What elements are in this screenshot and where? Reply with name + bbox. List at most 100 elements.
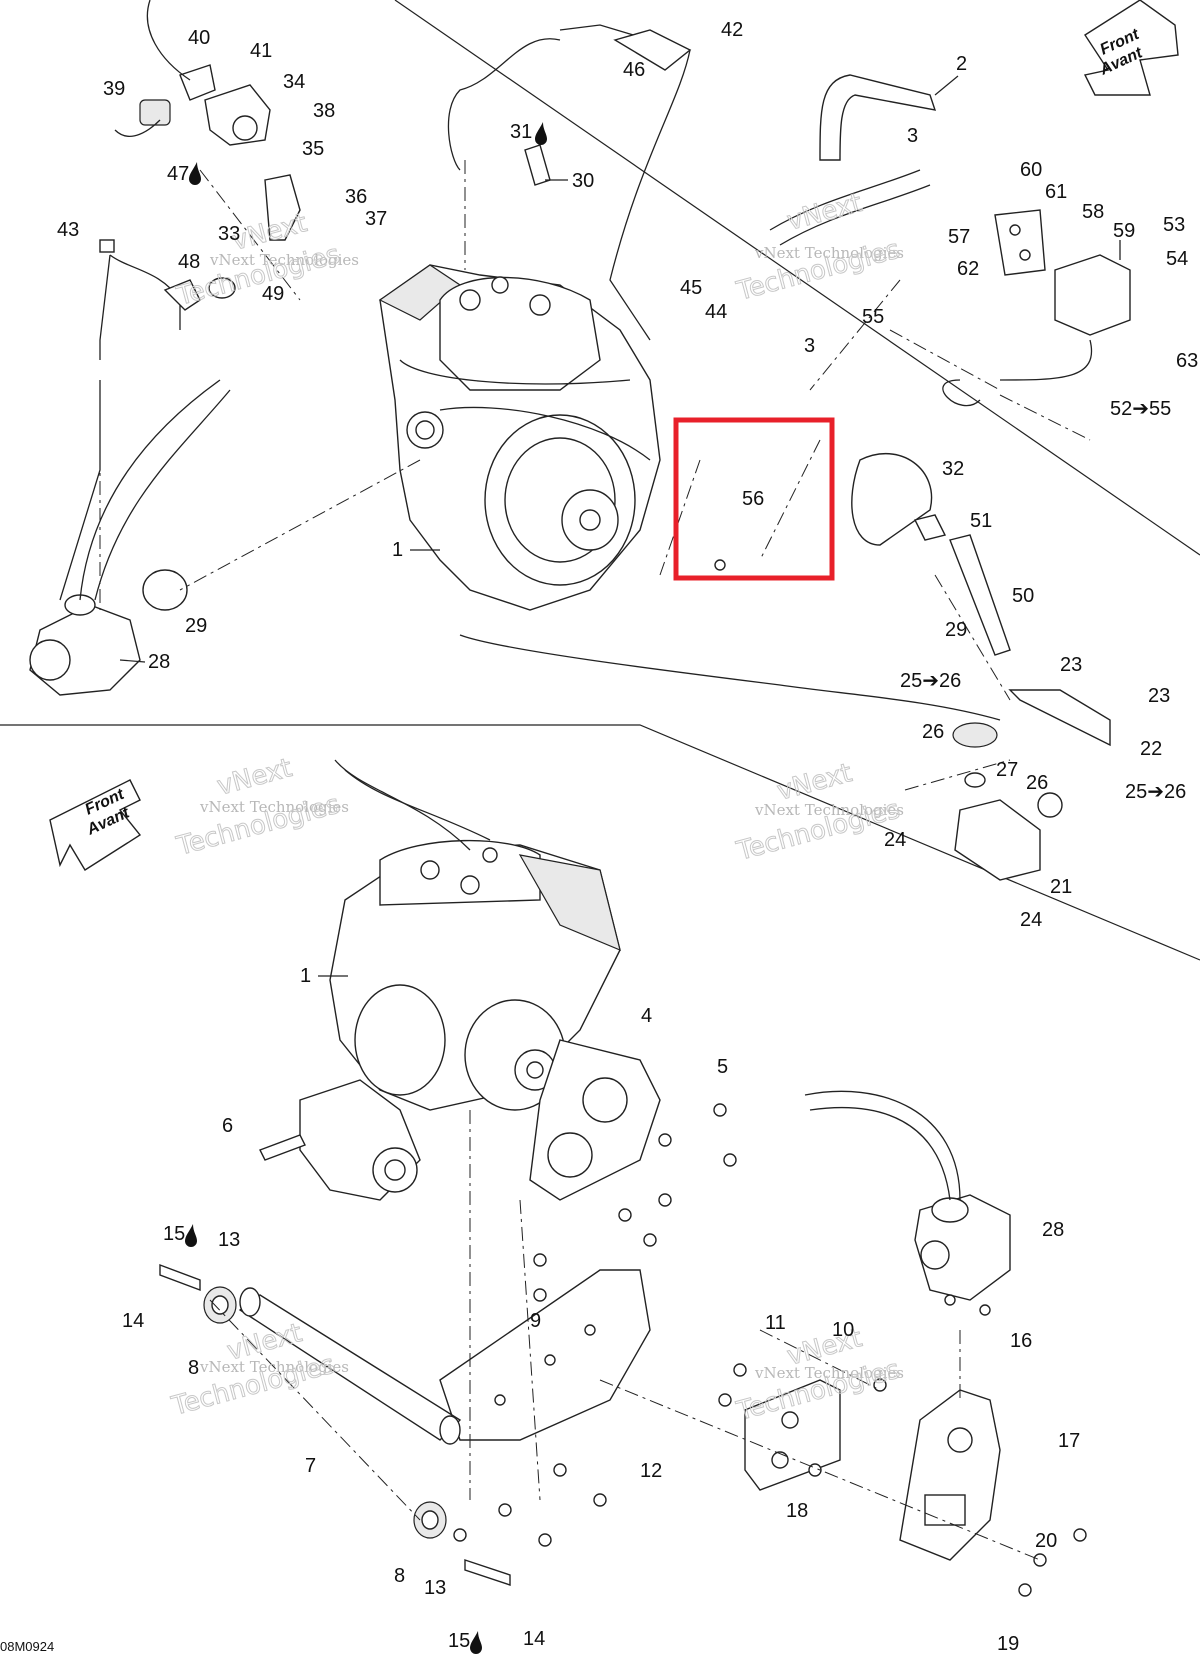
svg-text:vNext: vNext bbox=[774, 758, 855, 807]
callout-6: 6 bbox=[222, 1115, 233, 1137]
callout-23b: 23 bbox=[1148, 685, 1170, 707]
callout-48: 48 bbox=[178, 251, 200, 273]
callout-33: 33 bbox=[218, 223, 240, 245]
mount-tube bbox=[238, 1287, 462, 1445]
callout-44: 44 bbox=[705, 301, 727, 323]
callout-2: 2 bbox=[956, 53, 967, 75]
svg-text:vNext Technologies: vNext Technologies bbox=[754, 1364, 904, 1382]
callout-59: 59 bbox=[1113, 220, 1135, 242]
rubber-mount-lower bbox=[413, 1501, 447, 1539]
callout-24a: 24 bbox=[884, 829, 906, 851]
callout-63: 63 bbox=[1176, 350, 1198, 372]
callout-29-clamp: 29 bbox=[185, 615, 207, 637]
svg-text:vNext Technologies: vNext Technologies bbox=[199, 1358, 349, 1376]
callout-57: 57 bbox=[948, 226, 970, 248]
starter-motor bbox=[299, 1079, 421, 1201]
callout-60: 60 bbox=[1020, 159, 1042, 181]
callout-61: 61 bbox=[1045, 181, 1067, 203]
coil-bracket bbox=[952, 689, 1111, 881]
callout-37: 37 bbox=[365, 208, 387, 230]
callout-24b: 24 bbox=[1020, 909, 1042, 931]
callout-56: 56 bbox=[742, 488, 764, 510]
callout-32: 32 bbox=[942, 458, 964, 480]
svg-text:vNext Technologies: vNext Technologies bbox=[199, 798, 349, 816]
callout-1-lower: 1 bbox=[300, 965, 311, 987]
callout-8a: 8 bbox=[188, 1357, 199, 1379]
callout-10: 10 bbox=[832, 1319, 854, 1341]
carburetor-top bbox=[29, 379, 231, 696]
callout-12: 12 bbox=[640, 1460, 662, 1482]
callout-15b: 15 bbox=[448, 1630, 470, 1652]
callout-21: 21 bbox=[1050, 876, 1072, 898]
callout-54: 54 bbox=[1166, 248, 1188, 270]
section-divider bbox=[0, 724, 1200, 961]
assembly-lines bbox=[99, 160, 1041, 1561]
callout-39: 39 bbox=[103, 78, 125, 100]
fuel-pump-assembly bbox=[114, 64, 301, 241]
callout-31: 31 bbox=[510, 121, 532, 143]
callout-62: 62 bbox=[957, 258, 979, 280]
callout-38: 38 bbox=[313, 100, 335, 122]
callout-13a: 13 bbox=[218, 1229, 240, 1251]
svg-text:vNext Technologies: vNext Technologies bbox=[754, 801, 904, 819]
callout-50: 50 bbox=[1012, 585, 1034, 607]
callout-28-bottom: 28 bbox=[1042, 1219, 1064, 1241]
plate-bracket bbox=[744, 1379, 841, 1491]
engine-lower bbox=[329, 759, 621, 1111]
callout-34: 34 bbox=[283, 71, 305, 93]
svg-text:vNext: vNext bbox=[784, 188, 865, 237]
callout-15a: 15 bbox=[163, 1223, 185, 1245]
svg-text:vNext Technologies: vNext Technologies bbox=[209, 251, 359, 269]
callout-51: 51 bbox=[970, 510, 992, 532]
engine-upper bbox=[378, 264, 661, 611]
gasket-plate bbox=[529, 1039, 661, 1201]
callout-29: 29 bbox=[945, 619, 967, 641]
callout-3a: 3 bbox=[907, 125, 918, 147]
callout-8b: 8 bbox=[394, 1565, 405, 1587]
callout-53: 53 bbox=[1163, 214, 1185, 236]
muffler-cap bbox=[851, 453, 1011, 656]
callout-labels: 1 2 3 3 29 29 28 30 31 32 33 34 35 36 37… bbox=[57, 19, 1198, 1655]
callout-9: 9 bbox=[530, 1310, 541, 1332]
hoses-top-right bbox=[769, 74, 937, 246]
callout-40: 40 bbox=[188, 27, 210, 49]
callout-43: 43 bbox=[57, 219, 79, 241]
callout-13b: 13 bbox=[424, 1577, 446, 1599]
ignition-coil bbox=[942, 209, 1131, 441]
callout-49: 49 bbox=[262, 283, 284, 305]
callout-4: 4 bbox=[641, 1005, 652, 1027]
callout-3b: 3 bbox=[804, 335, 815, 357]
rubber-mount-upper bbox=[203, 1286, 237, 1324]
callout-16: 16 bbox=[1010, 1330, 1032, 1352]
callout-18: 18 bbox=[786, 1500, 808, 1522]
callout-41: 41 bbox=[250, 40, 272, 62]
figure-reference: 08M0924 bbox=[0, 1639, 54, 1654]
fasteners bbox=[159, 559, 1087, 1597]
callout-20: 20 bbox=[1035, 1530, 1057, 1552]
highlight-box bbox=[673, 417, 835, 581]
callout-19: 19 bbox=[997, 1633, 1019, 1655]
droplet-icon bbox=[185, 122, 547, 1654]
callout-28-top: 28 bbox=[148, 651, 170, 673]
svg-text:vNext Technologies: vNext Technologies bbox=[754, 244, 904, 262]
callout-52-55: 52➔55 bbox=[1110, 398, 1171, 420]
callout-55: 55 bbox=[862, 306, 884, 328]
callout-7: 7 bbox=[305, 1455, 316, 1477]
callout-14a: 14 bbox=[122, 1310, 144, 1332]
callout-5: 5 bbox=[717, 1056, 728, 1078]
callout-1: 1 bbox=[392, 539, 403, 561]
callout-11: 11 bbox=[765, 1312, 786, 1334]
fuel-filter-parts bbox=[99, 239, 236, 360]
callout-26b: 26 bbox=[1026, 772, 1048, 794]
callout-46: 46 bbox=[623, 59, 645, 81]
front-arrow-top: Front Avant bbox=[1083, 0, 1179, 96]
callout-25-26a: 25➔26 bbox=[900, 670, 961, 692]
support-bracket bbox=[899, 1389, 1001, 1561]
callout-30: 30 bbox=[572, 170, 594, 192]
callout-36: 36 bbox=[345, 186, 367, 208]
callout-42: 42 bbox=[721, 19, 743, 41]
callout-23a: 23 bbox=[1060, 654, 1082, 676]
callout-26a: 26 bbox=[922, 721, 944, 743]
callout-25-26b: 25➔26 bbox=[1125, 781, 1186, 803]
